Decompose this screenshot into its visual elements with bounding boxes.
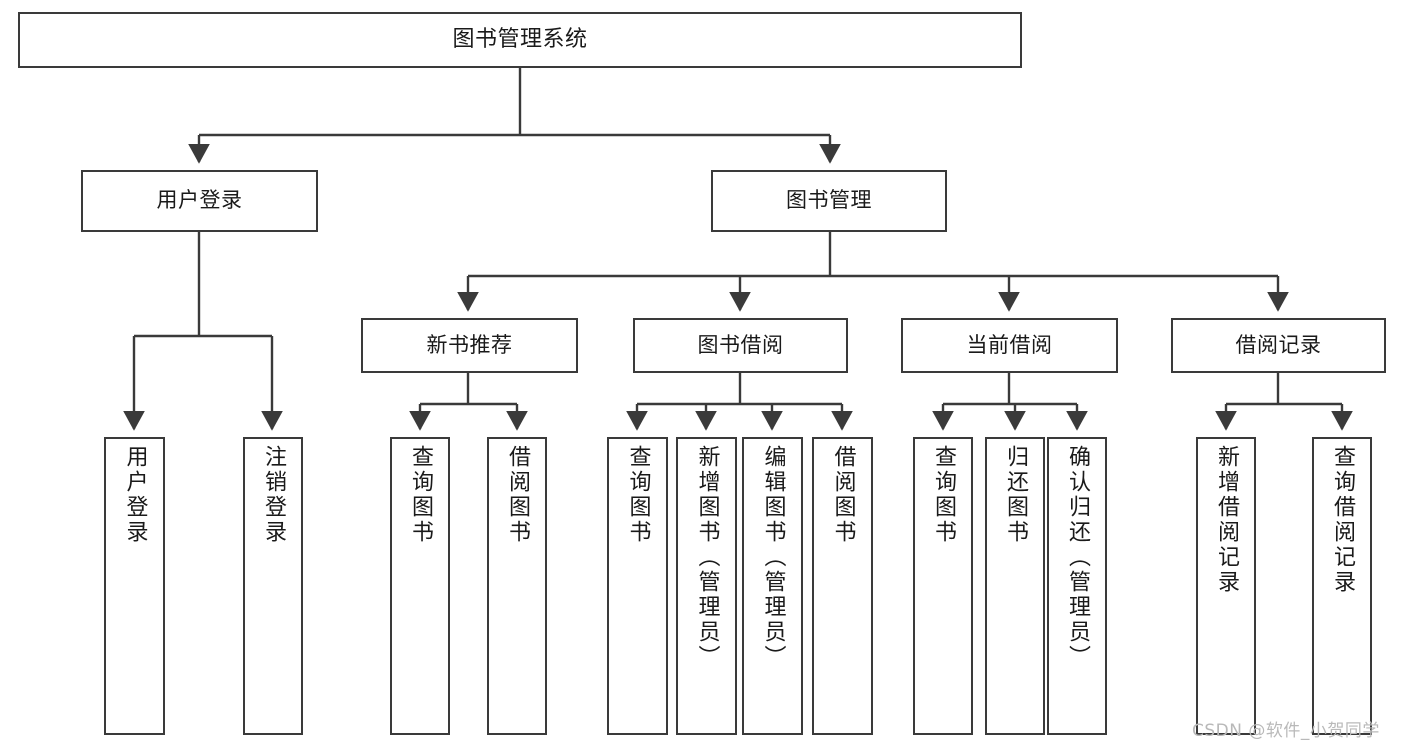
- node-label: 借阅记录: [1235, 332, 1322, 357]
- leaf-add-book-admin[interactable]: 新增图书（管理员）: [676, 437, 737, 735]
- leaf-user-login[interactable]: 用户登录: [104, 437, 165, 735]
- node-label: 查询借阅记录: [1330, 445, 1355, 595]
- node-label: 当前借阅: [966, 332, 1053, 357]
- node-label: 归还图书: [1003, 445, 1028, 545]
- node-level3-borrow-record[interactable]: 借阅记录: [1171, 318, 1386, 373]
- node-label: 新增借阅记录: [1214, 445, 1239, 595]
- node-label: 图书管理: [786, 188, 872, 213]
- leaf-query-book-current[interactable]: 查询图书: [913, 437, 973, 735]
- node-level2-book-management[interactable]: 图书管理: [711, 170, 947, 232]
- node-label: 借阅图书: [505, 445, 530, 545]
- node-label: 查询图书: [625, 445, 651, 545]
- node-level3-book-borrow[interactable]: 图书借阅: [633, 318, 848, 373]
- leaf-query-book-recommend[interactable]: 查询图书: [390, 437, 450, 735]
- node-label: 图书借阅: [697, 332, 784, 357]
- node-label: 注销登录: [261, 445, 286, 545]
- node-level2-user-login[interactable]: 用户登录: [81, 170, 318, 232]
- node-label: 编辑图书（管理员）: [760, 445, 786, 670]
- leaf-add-borrow-record[interactable]: 新增借阅记录: [1196, 437, 1256, 735]
- leaf-query-book-borrow[interactable]: 查询图书: [607, 437, 668, 735]
- leaf-query-borrow-record[interactable]: 查询借阅记录: [1312, 437, 1372, 735]
- node-label: 新书推荐: [426, 332, 513, 357]
- node-label: 用户登录: [122, 445, 148, 545]
- node-label: 新增图书（管理员）: [694, 445, 720, 670]
- node-label: 图书管理系统: [452, 26, 588, 52]
- node-label: 借阅图书: [830, 445, 856, 545]
- csdn-watermark: CSDN @软件_小贺同学: [1192, 721, 1380, 741]
- leaf-return-book[interactable]: 归还图书: [985, 437, 1045, 735]
- leaf-borrow-book[interactable]: 借阅图书: [812, 437, 873, 735]
- node-root[interactable]: 图书管理系统: [18, 12, 1022, 68]
- leaf-borrow-book-recommend[interactable]: 借阅图书: [487, 437, 547, 735]
- node-label: 用户登录: [156, 188, 243, 213]
- node-label: 查询图书: [408, 445, 433, 545]
- node-label: 确认归还（管理员）: [1065, 445, 1090, 670]
- leaf-edit-book-admin[interactable]: 编辑图书（管理员）: [742, 437, 803, 735]
- node-label: 查询图书: [931, 445, 956, 545]
- leaf-logout[interactable]: 注销登录: [243, 437, 303, 735]
- node-level3-new-book-recommend[interactable]: 新书推荐: [361, 318, 578, 373]
- leaf-confirm-return-admin[interactable]: 确认归还（管理员）: [1047, 437, 1107, 735]
- node-level3-current-borrow[interactable]: 当前借阅: [901, 318, 1118, 373]
